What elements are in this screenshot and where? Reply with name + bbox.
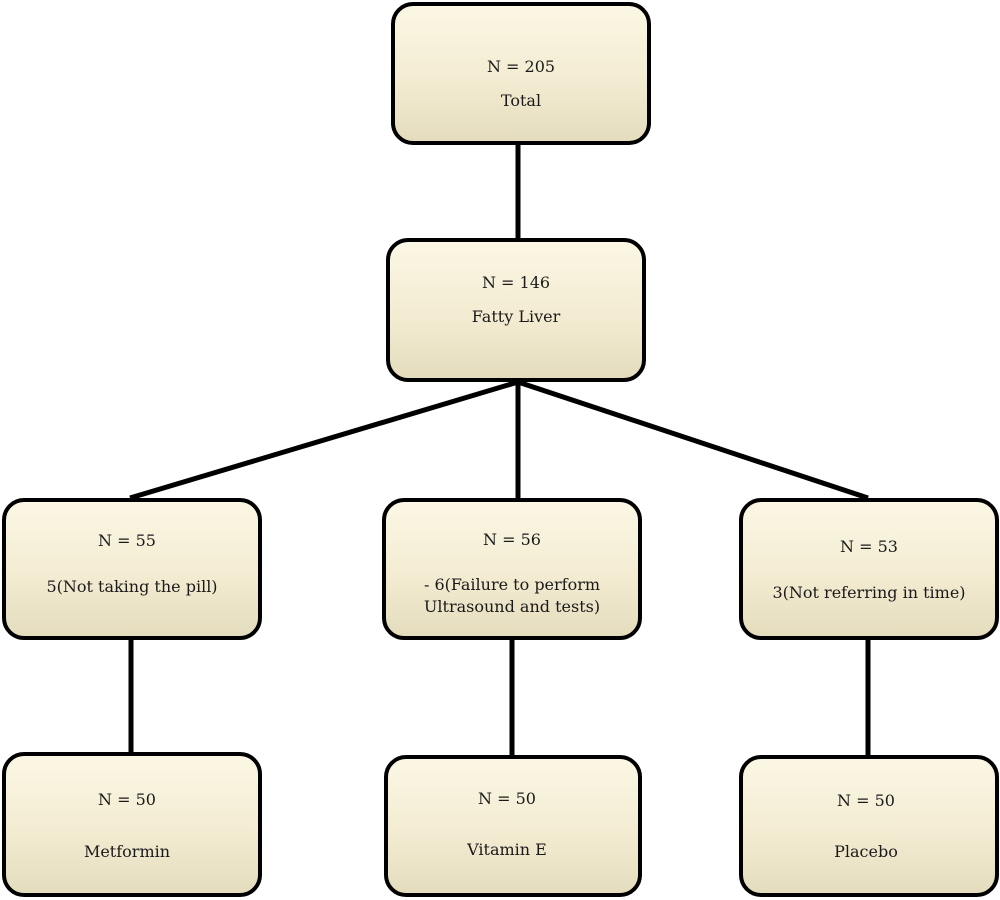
node-metformin: N = 50 Metformin: [2, 752, 262, 897]
connector-fatty-liver-to-metformin-group: [129, 379, 519, 501]
node-placebo-group-count: N = 53: [840, 537, 898, 556]
node-metformin-group: N = 55 5(Not taking the pill): [2, 498, 262, 640]
node-total-count: N = 205: [486, 57, 556, 76]
node-fatty-liver-label: Fatty Liver: [471, 307, 561, 326]
node-vitamin-e-group: N = 56 - 6(Failure to perform Ultrasound…: [382, 498, 642, 640]
node-placebo-count: N = 50: [837, 791, 895, 810]
node-vitamin-e-group-exclusion: - 6(Failure to perform Ultrasound and te…: [423, 575, 601, 616]
node-metformin-label: Metformin: [83, 842, 171, 861]
node-vitamin-e-group-count: N = 56: [483, 530, 541, 549]
node-vitamin-e: N = 50 Vitamin E: [384, 755, 642, 897]
node-placebo-label: Placebo: [834, 842, 898, 861]
node-fatty-liver-count: N = 146: [481, 273, 551, 292]
node-fatty-liver: N = 146 Fatty Liver: [386, 238, 646, 382]
node-total: N = 205 Total: [391, 2, 651, 145]
node-total-label: Total: [500, 91, 542, 110]
node-placebo-group-exclusion: 3(Not referring in time): [772, 583, 966, 602]
node-vitamin-e-label: Vitamin E: [467, 840, 547, 859]
connector-fatty-liver-to-placebo-group: [517, 379, 869, 501]
node-vitamin-e-count: N = 50: [478, 789, 536, 808]
node-metformin-group-count: N = 55: [98, 531, 156, 550]
node-metformin-group-exclusion: 5(Not taking the pill): [46, 577, 218, 596]
node-metformin-count: N = 50: [98, 790, 156, 809]
node-placebo-group: N = 53 3(Not referring in time): [739, 498, 999, 640]
node-placebo: N = 50 Placebo: [739, 755, 999, 897]
